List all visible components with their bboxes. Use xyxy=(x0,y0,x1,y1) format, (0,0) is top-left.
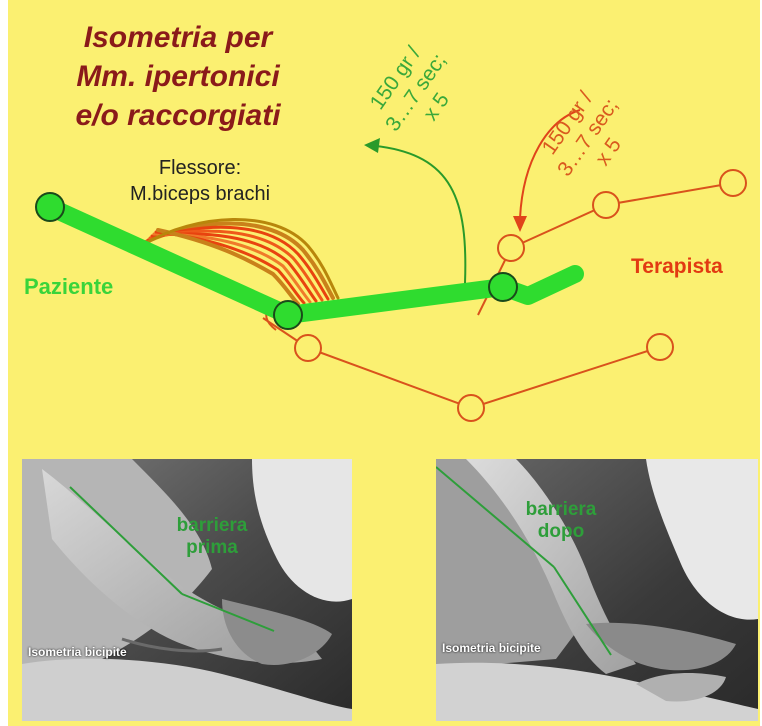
therapist-joint xyxy=(498,235,524,261)
barrier-label-line: barriera xyxy=(506,499,616,521)
patient-shoulder-joint xyxy=(36,193,64,221)
barrier-after-label: barriera dopo xyxy=(506,499,616,543)
photo-before-image xyxy=(22,459,352,721)
therapist-joint xyxy=(458,395,484,421)
patient-wrist-joint xyxy=(489,273,517,301)
therapist-label: Terapista xyxy=(631,255,723,279)
patient-elbow-joint xyxy=(274,301,302,329)
barrier-before-label: barriera prima xyxy=(152,515,272,559)
therapist-lower-arm xyxy=(308,347,660,408)
diagram-canvas: Isometria per Mm. ipertonici e/o raccorg… xyxy=(8,0,760,726)
title-line: Mm. ipertonici xyxy=(38,57,318,96)
title-line: Isometria per xyxy=(38,18,318,57)
barrier-label-line: dopo xyxy=(506,521,616,543)
title-line: e/o raccorgiati xyxy=(38,96,318,135)
barrier-label-line: barriera xyxy=(152,515,272,537)
photo-after: barriera dopo Isometria bicipite xyxy=(436,459,758,721)
therapist-joint xyxy=(295,335,321,361)
therapist-force-arrowhead xyxy=(513,216,527,232)
patient-force-arrow xyxy=(376,146,465,283)
patient-label: Paziente xyxy=(24,274,113,300)
therapist-joint xyxy=(647,334,673,360)
barrier-label-line: prima xyxy=(152,537,272,559)
photo-before: barriera prima Isometria bicipite xyxy=(22,459,352,721)
therapist-joint xyxy=(593,192,619,218)
photo-caption: Isometria bicipite xyxy=(442,641,541,655)
muscle-label-line: M.biceps brachi xyxy=(100,181,300,207)
therapist-upper-arm xyxy=(511,183,733,248)
photo-caption: Isometria bicipite xyxy=(28,645,127,659)
diagram-title: Isometria per Mm. ipertonici e/o raccorg… xyxy=(38,18,318,135)
therapist-joint xyxy=(720,170,746,196)
muscle-label-line: Flessore: xyxy=(100,155,300,181)
muscle-label: Flessore: M.biceps brachi xyxy=(100,155,300,207)
